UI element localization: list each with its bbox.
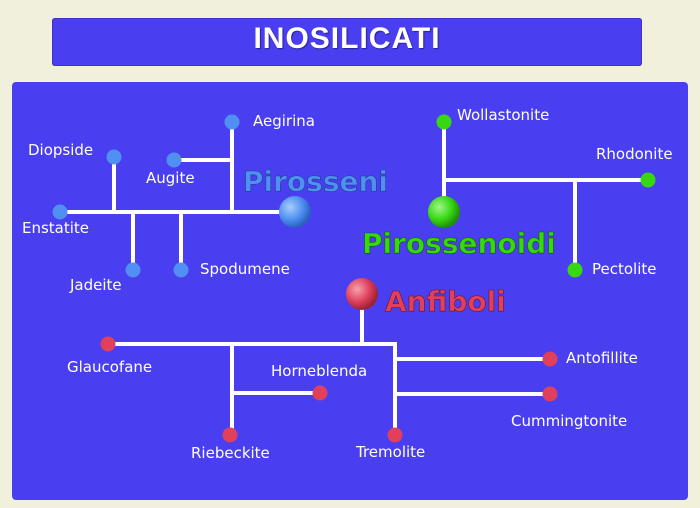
- page-title: INOSILICATI: [253, 22, 441, 55]
- anfiboli-label: Anfiboli: [385, 285, 506, 318]
- pectolite-node: [567, 262, 583, 278]
- spodumene-node: [173, 262, 189, 278]
- rhodonite-label: Rhodonite: [596, 145, 673, 163]
- horneblenda-node: [312, 385, 328, 401]
- title-banner: INOSILICATI: [52, 18, 642, 66]
- aegirina-label: Aegirina: [253, 112, 315, 130]
- rhodonite-node: [640, 172, 656, 188]
- antofillite-label: Antofillite: [566, 349, 638, 367]
- wollastonite-node: [436, 114, 452, 130]
- enstatite-label: Enstatite: [22, 219, 89, 237]
- pirossenoidi-node: [428, 196, 460, 228]
- jadeite-node: [125, 262, 141, 278]
- riebeckite-node: [222, 427, 238, 443]
- horneblenda-label: Horneblenda: [271, 362, 367, 380]
- glaucofane-node: [100, 336, 116, 352]
- diopside-node: [106, 149, 122, 165]
- cummingtonite-node: [542, 386, 558, 402]
- glaucofane-label: Glaucofane: [67, 358, 152, 376]
- jadeite-label: Jadeite: [69, 276, 122, 294]
- diopside-label: Diopside: [28, 141, 93, 159]
- cummingtonite-label: Cummingtonite: [511, 412, 627, 430]
- augite-label: Augite: [146, 169, 195, 187]
- wollastonite-label: Wollastonite: [457, 106, 549, 124]
- spodumene-label: Spodumene: [200, 260, 290, 278]
- augite-node: [166, 152, 182, 168]
- anfiboli-node: [346, 278, 378, 310]
- antofillite-node: [542, 351, 558, 367]
- aegirina-node: [224, 114, 240, 130]
- pirosseni-node: [279, 196, 311, 228]
- pirossenoidi-label: Pirossenoidi: [362, 227, 556, 260]
- riebeckite-label: Riebeckite: [191, 444, 270, 462]
- enstatite-node: [52, 204, 68, 220]
- tremolite-node: [387, 427, 403, 443]
- tremolite-label: Tremolite: [355, 443, 425, 461]
- pirosseni-label: Pirosseni: [243, 165, 388, 198]
- pirosseni-branch-lines: [58, 120, 296, 272]
- pectolite-label: Pectolite: [592, 260, 657, 278]
